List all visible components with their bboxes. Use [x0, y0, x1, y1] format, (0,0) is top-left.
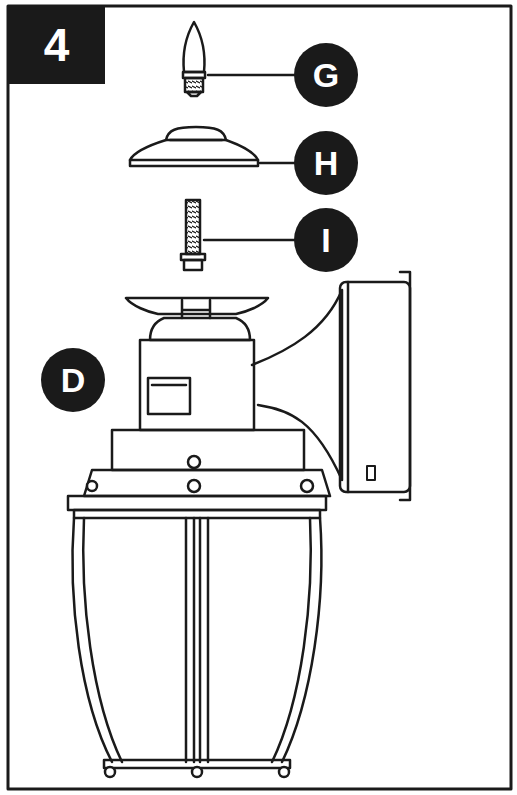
leader-line — [204, 239, 294, 242]
callout-letter: I — [294, 208, 358, 272]
callout-text: D — [61, 363, 86, 397]
step-number-text: 4 — [44, 22, 70, 68]
cap — [130, 127, 258, 166]
frame — [8, 6, 511, 789]
callout-text: I — [321, 223, 330, 257]
threaded-rod — [181, 200, 205, 270]
glass-cage — [68, 496, 326, 777]
callout-letter: H — [294, 131, 358, 195]
step-number: 4 — [8, 6, 105, 84]
leader-line — [208, 74, 294, 77]
bulb — [183, 22, 205, 96]
callout-letter: D — [41, 348, 105, 412]
wall-mount — [252, 272, 410, 500]
fixture-body — [84, 298, 330, 496]
callout-letter: G — [294, 43, 358, 107]
leader-line — [260, 162, 294, 165]
callout-text: G — [313, 58, 339, 92]
callout-text: H — [314, 146, 339, 180]
